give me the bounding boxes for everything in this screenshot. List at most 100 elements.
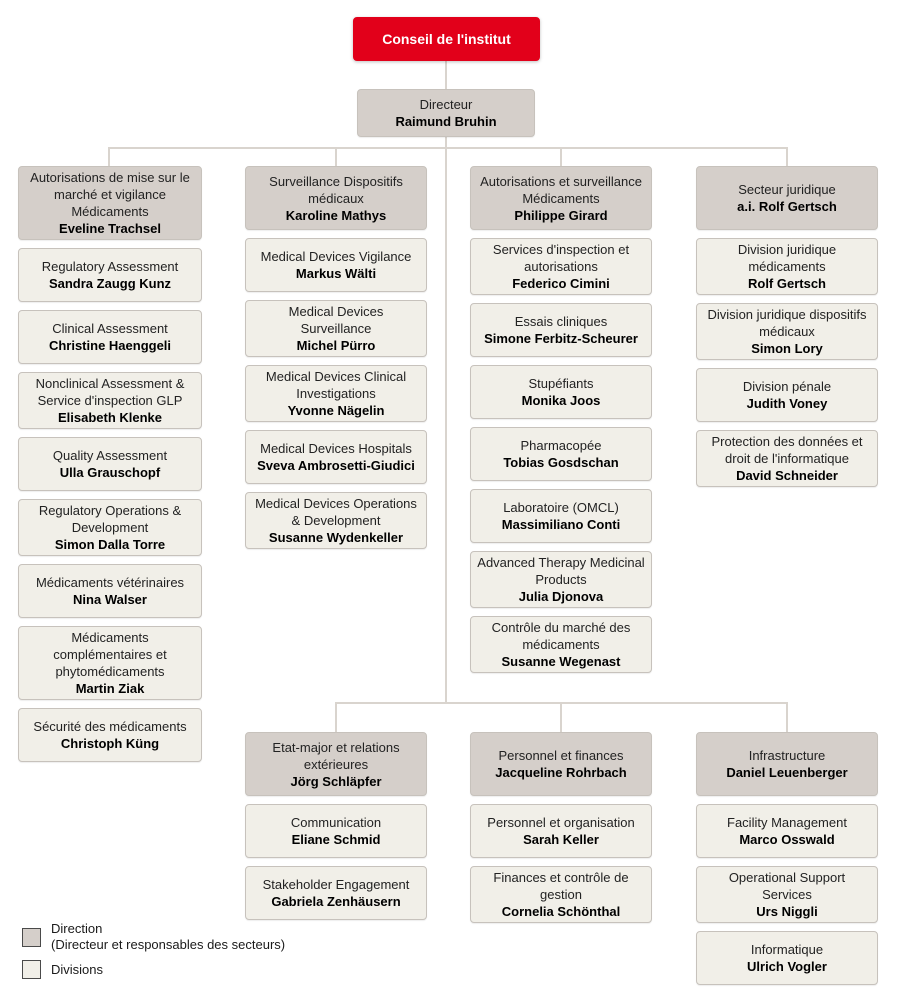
unit-title: Informatique — [750, 942, 824, 957]
division-box: Médicaments complémentaires et phytomédi… — [18, 626, 202, 700]
unit-head-name: Marco Osswald — [739, 832, 835, 847]
unit-title: Nonclinical Assessment & Service d'inspe… — [35, 376, 185, 408]
legend: Direction (Directeur et responsables des… — [22, 921, 285, 986]
connector-line — [335, 702, 337, 732]
unit-head-name: Elisabeth Klenke — [57, 410, 163, 425]
legend-row-divisions: Divisions — [22, 960, 285, 979]
unit-head-name: Simon Dalla Torre — [54, 537, 166, 552]
unit-title: Secteur juridique — [738, 182, 836, 197]
unit-head-name: Cornelia Schönthal — [501, 904, 621, 919]
unit-head-name: Eveline Trachsel — [59, 221, 161, 236]
unit-title: Advanced Therapy Medicinal Products — [477, 555, 645, 587]
director-box: Directeur Raimund Bruhin — [357, 89, 535, 137]
division-box: Protection des données et droit de l'inf… — [696, 430, 878, 487]
unit-title: Division juridique dispositifs médicaux — [707, 307, 867, 339]
unit-title: Division pénale — [742, 379, 832, 394]
sector-column: Autorisations et surveillance Médicament… — [470, 166, 652, 673]
direction-swatch — [22, 927, 41, 947]
unit-head-name: Daniel Leuenberger — [726, 765, 848, 780]
unit-title: Regulatory Assessment — [41, 259, 179, 274]
institute-council-label: Conseil de l'institut — [382, 30, 511, 47]
division-box: Laboratoire (OMCL)Massimiliano Conti — [470, 489, 652, 543]
connector-line — [108, 147, 788, 149]
unit-title: Finances et contrôle de gestion — [493, 870, 629, 902]
unit-head-name: Martin Ziak — [75, 681, 145, 696]
unit-title: Medical Devices Clinical Investigations — [265, 369, 407, 401]
unit-title: Medical Devices Surveillance — [288, 304, 384, 336]
unit-head-name: Urs Niggli — [756, 904, 818, 919]
unit-title: Infrastructure — [748, 748, 826, 763]
connector-line — [560, 147, 562, 167]
unit-head-name: Tobias Gosdschan — [503, 455, 619, 470]
unit-title: Etat-major et relations extérieures — [272, 739, 400, 772]
unit-head-name: David Schneider — [736, 468, 838, 483]
division-box: Medical Devices Operations & Development… — [245, 492, 427, 549]
unit-title: Facility Management — [727, 815, 847, 830]
unit-title: Autorisations de mise sur le marché et v… — [30, 170, 190, 219]
unit-title: Medical Devices Vigilance — [260, 249, 412, 264]
unit-title: Surveillance Dispositifs médicaux — [269, 173, 403, 206]
unit-title: Operational Support Services — [728, 870, 846, 902]
unit-title: Personnel et finances — [498, 748, 624, 763]
unit-head-name: Simone Ferbitz-Scheurer — [484, 331, 638, 346]
sector-head-box: Autorisations et surveillance Médicament… — [470, 166, 652, 230]
unit-title: Personnel et organisation — [487, 815, 635, 830]
sector-column: Autorisations de mise sur le marché et v… — [18, 166, 202, 762]
unit-title: Stupéfiants — [528, 376, 594, 391]
unit-title: Essais cliniques — [514, 314, 608, 329]
institute-council-box: Conseil de l'institut — [353, 17, 540, 61]
connector-line — [108, 147, 110, 167]
unit-head-name: Eliane Schmid — [291, 832, 381, 847]
unit-head-name: Jacqueline Rohrbach — [495, 765, 627, 780]
unit-title: Quality Assessment — [52, 448, 168, 463]
unit-head-name: Ulla Grauschopf — [59, 465, 161, 480]
connector-line — [445, 136, 447, 148]
unit-title: Services d'inspection et autorisations — [492, 242, 630, 274]
unit-head-name: Ulrich Vogler — [747, 959, 827, 974]
connector-line — [560, 702, 562, 732]
unit-title: Medical Devices Operations & Development — [255, 496, 417, 528]
unit-title: Autorisations et surveillance Médicament… — [480, 173, 642, 206]
unit-title: Communication — [290, 815, 382, 830]
division-box: Nonclinical Assessment & Service d'inspe… — [18, 372, 202, 429]
unit-head-name: Yvonne Nägelin — [287, 403, 385, 418]
unit-title: Clinical Assessment — [52, 321, 168, 336]
unit-head-name: Gabriela Zenhäusern — [271, 894, 401, 909]
unit-head-name: Karoline Mathys — [285, 207, 387, 223]
unit-head-name: Judith Voney — [746, 396, 828, 411]
unit-head-name: Massimiliano Conti — [501, 517, 621, 532]
connector-line — [335, 147, 337, 167]
sector-head-box: Autorisations de mise sur le marché et v… — [18, 166, 202, 240]
unit-title: Stakeholder Engagement — [262, 877, 410, 892]
unit-head-name: Sandra Zaugg Kunz — [48, 276, 172, 291]
legend-row-direction: Direction (Directeur et responsables des… — [22, 921, 285, 953]
legend-direction-sublabel: (Directeur et responsables des secteurs) — [51, 937, 286, 952]
unit-head-name: Sarah Keller — [523, 832, 599, 847]
unit-title: Protection des données et droit de l'inf… — [711, 434, 863, 466]
